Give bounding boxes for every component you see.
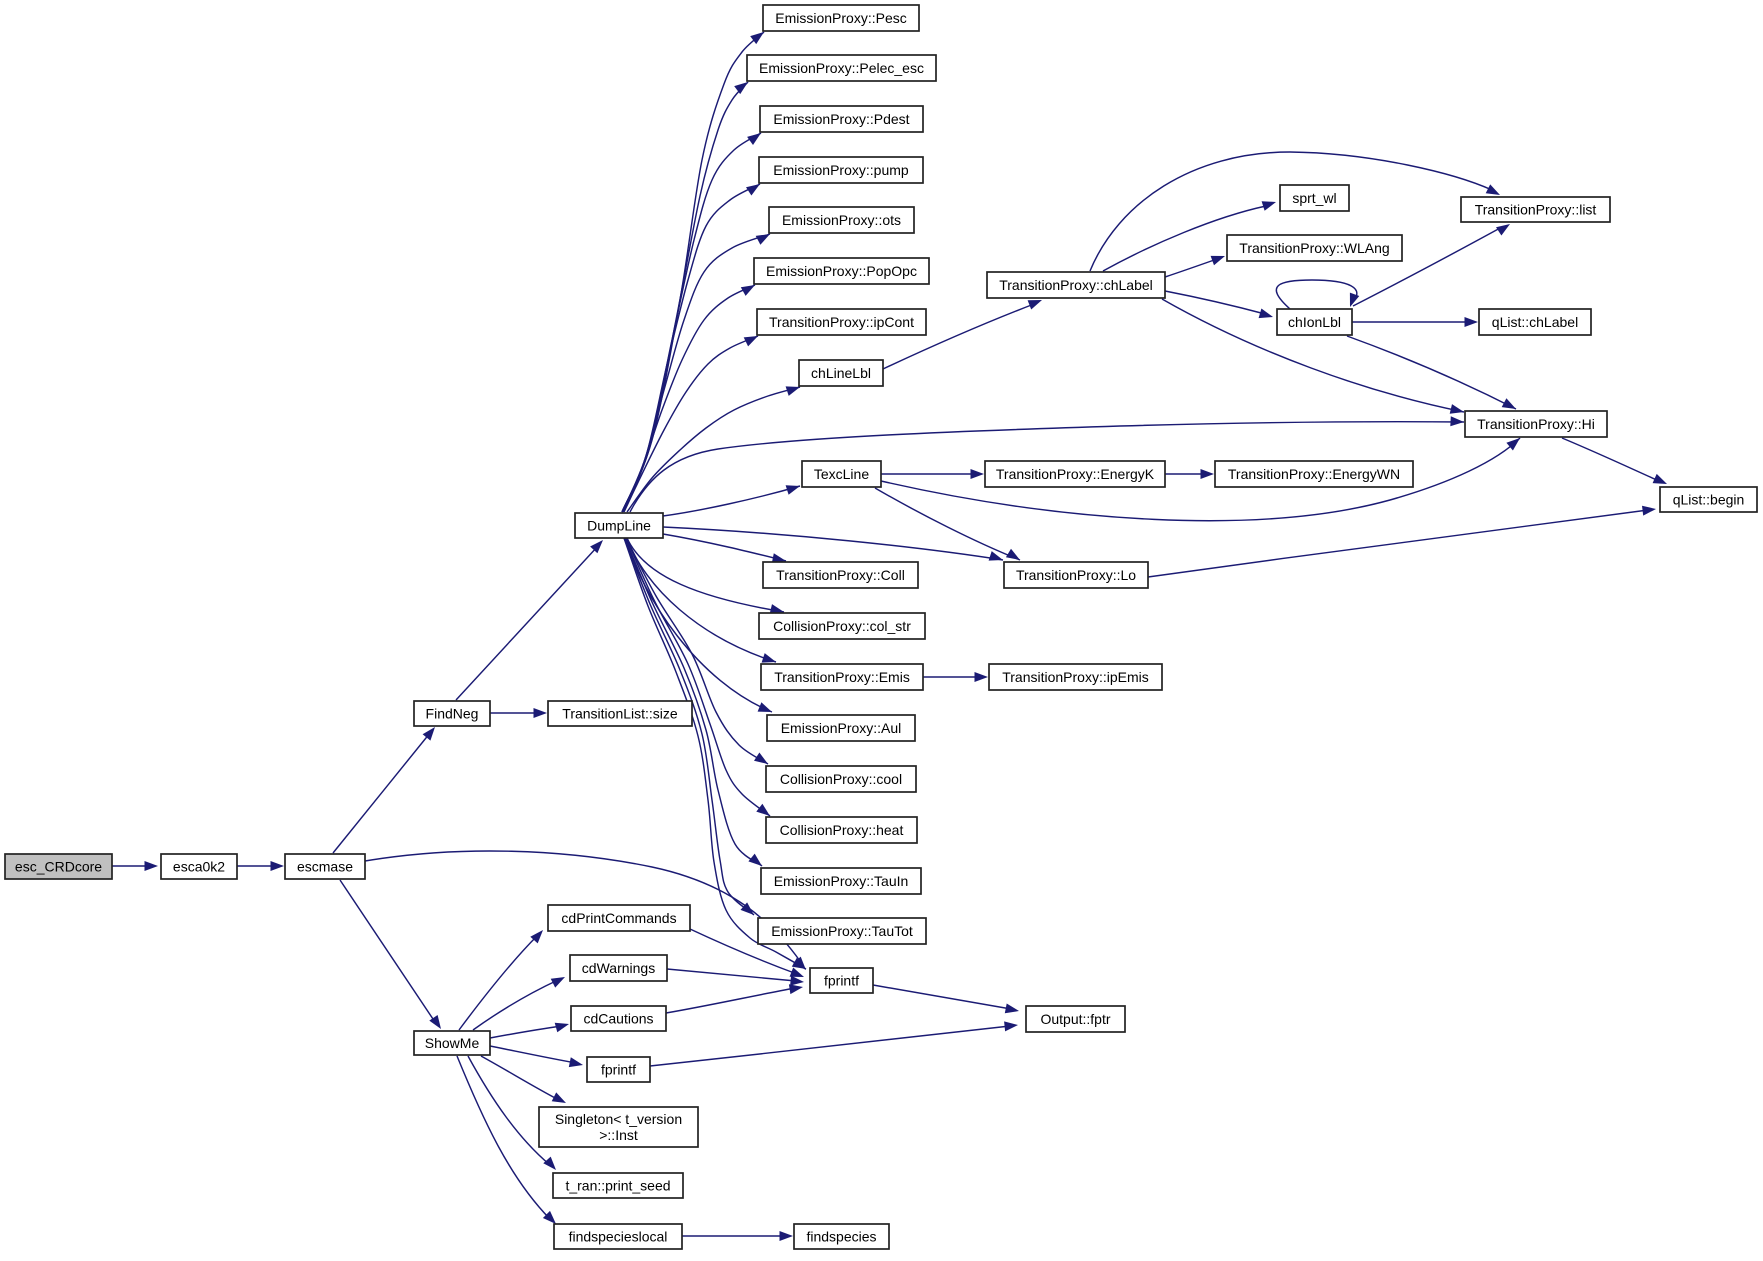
svg-text:esca0k2: esca0k2 — [173, 859, 225, 875]
svg-text:qList::chLabel: qList::chLabel — [1492, 314, 1578, 330]
svg-text:TransitionProxy::ipCont: TransitionProxy::ipCont — [769, 314, 914, 330]
svg-text:EmissionProxy::PopOpc: EmissionProxy::PopOpc — [766, 263, 917, 279]
svg-text:cdWarnings: cdWarnings — [582, 960, 655, 976]
svg-text:Output::fptr: Output::fptr — [1040, 1011, 1110, 1027]
svg-text:EmissionProxy::Aul: EmissionProxy::Aul — [781, 720, 902, 736]
svg-text:findspecieslocal: findspecieslocal — [569, 1229, 668, 1245]
svg-text:>::Inst: >::Inst — [599, 1127, 638, 1143]
svg-text:EmissionProxy::TauIn: EmissionProxy::TauIn — [774, 873, 909, 889]
svg-text:EmissionProxy::Pelec_esc: EmissionProxy::Pelec_esc — [759, 60, 924, 76]
svg-text:TransitionProxy::EnergyWN: TransitionProxy::EnergyWN — [1228, 466, 1400, 482]
svg-text:CollisionProxy::heat: CollisionProxy::heat — [780, 822, 904, 838]
svg-text:TransitionProxy::list: TransitionProxy::list — [1475, 202, 1597, 218]
svg-text:chIonLbl: chIonLbl — [1288, 314, 1341, 330]
svg-text:sprt_wl: sprt_wl — [1292, 190, 1336, 206]
svg-text:TransitionProxy::EnergyK: TransitionProxy::EnergyK — [996, 466, 1155, 482]
svg-text:EmissionProxy::TauTot: EmissionProxy::TauTot — [771, 923, 913, 939]
svg-text:DumpLine: DumpLine — [587, 518, 651, 534]
svg-text:TransitionProxy::Coll: TransitionProxy::Coll — [776, 567, 905, 583]
svg-text:esc_CRDcore: esc_CRDcore — [15, 859, 102, 875]
svg-text:EmissionProxy::Pesc: EmissionProxy::Pesc — [775, 10, 906, 26]
svg-text:TransitionProxy::WLAng: TransitionProxy::WLAng — [1239, 240, 1389, 256]
svg-text:ShowMe: ShowMe — [425, 1035, 480, 1051]
svg-text:CollisionProxy::col_str: CollisionProxy::col_str — [773, 618, 911, 634]
svg-text:EmissionProxy::Pdest: EmissionProxy::Pdest — [773, 111, 909, 127]
svg-text:TexcLine: TexcLine — [814, 466, 869, 482]
svg-text:fprintf: fprintf — [601, 1062, 636, 1078]
svg-text:cdPrintCommands: cdPrintCommands — [561, 910, 676, 926]
svg-text:TransitionProxy::Lo: TransitionProxy::Lo — [1016, 567, 1136, 583]
svg-text:TransitionProxy::ipEmis: TransitionProxy::ipEmis — [1002, 669, 1149, 685]
svg-text:CollisionProxy::cool: CollisionProxy::cool — [780, 771, 902, 787]
svg-text:TransitionProxy::Hi: TransitionProxy::Hi — [1477, 416, 1595, 432]
svg-text:TransitionProxy::chLabel: TransitionProxy::chLabel — [999, 277, 1153, 293]
svg-text:EmissionProxy::pump: EmissionProxy::pump — [773, 162, 909, 178]
svg-text:Singleton< t_version: Singleton< t_version — [555, 1111, 682, 1127]
svg-text:TransitionList::size: TransitionList::size — [562, 706, 678, 722]
svg-text:EmissionProxy::ots: EmissionProxy::ots — [782, 212, 901, 228]
svg-text:TransitionProxy::Emis: TransitionProxy::Emis — [774, 669, 910, 685]
svg-text:FindNeg: FindNeg — [426, 706, 479, 722]
svg-text:t_ran::print_seed: t_ran::print_seed — [565, 1178, 670, 1194]
svg-text:chLineLbl: chLineLbl — [811, 365, 871, 381]
svg-text:cdCautions: cdCautions — [583, 1011, 653, 1027]
svg-text:escmase: escmase — [297, 859, 353, 875]
svg-text:qList::begin: qList::begin — [1673, 492, 1745, 508]
svg-text:findspecies: findspecies — [806, 1229, 876, 1245]
svg-text:fprintf: fprintf — [824, 973, 859, 989]
